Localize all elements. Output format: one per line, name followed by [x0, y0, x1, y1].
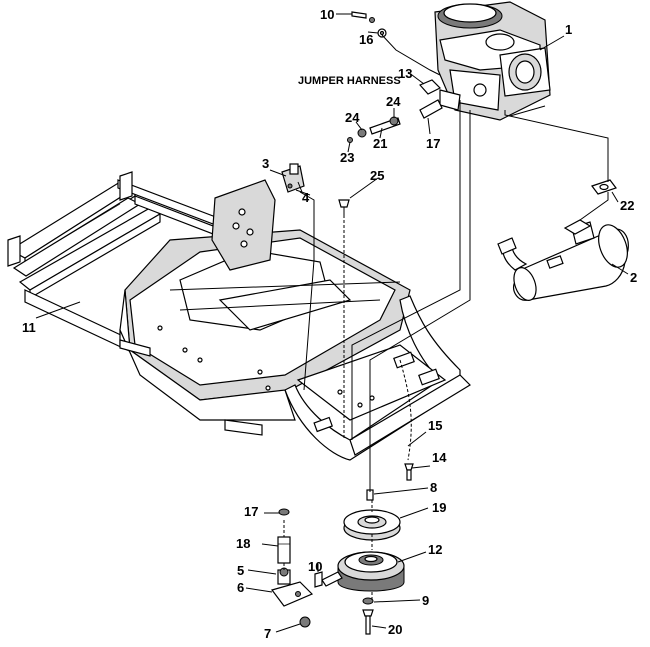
callout-24-left: 24 [345, 110, 360, 125]
callout-22: 22 [620, 198, 634, 213]
callout-10-top: 10 [320, 7, 334, 22]
callout-7: 7 [264, 626, 271, 641]
callout-1: 1 [565, 22, 572, 37]
pulley [343, 509, 401, 541]
electric-clutch [321, 551, 405, 592]
exhaust-gasket [591, 179, 617, 195]
jumper-harness-label: JUMPER HARNESS [298, 75, 401, 87]
connection-lines [283, 34, 609, 600]
muffler [497, 219, 629, 301]
callout-6: 6 [237, 580, 244, 595]
callout-9: 9 [422, 593, 429, 608]
bolts-and-spacers [277, 463, 414, 635]
callout-labels: JUMPER HARNESS 1 2 3 4 5 6 7 8 9 10 10 1… [22, 7, 637, 641]
callout-5: 5 [237, 563, 244, 578]
leader-lines [35, 13, 629, 633]
callout-12: 12 [428, 542, 442, 557]
engine [434, 1, 551, 121]
clutch-stop-bracket [270, 567, 314, 607]
callout-17-lower: 17 [244, 504, 258, 519]
callout-8: 8 [430, 480, 437, 495]
callout-25: 25 [370, 168, 384, 183]
callout-21: 21 [373, 136, 387, 151]
callout-14: 14 [432, 450, 447, 465]
callout-13: 13 [398, 66, 412, 81]
frame-assembly [7, 171, 471, 461]
fuel-line-parts [347, 11, 443, 143]
callout-24-right: 24 [386, 94, 401, 109]
callout-19: 19 [432, 500, 446, 515]
callout-3: 3 [262, 156, 269, 171]
callout-2: 2 [630, 270, 637, 285]
callout-4: 4 [302, 190, 310, 205]
safety-switch [281, 163, 311, 196]
callout-16: 16 [359, 32, 373, 47]
callout-10-bottom: 10 [308, 559, 322, 574]
callout-11: 11 [22, 320, 36, 335]
callout-17-upper: 17 [426, 136, 440, 151]
callout-23: 23 [340, 150, 354, 165]
bolt-25 [338, 199, 350, 215]
callout-20: 20 [388, 622, 402, 637]
callout-18: 18 [236, 536, 250, 551]
callout-15: 15 [428, 418, 442, 433]
